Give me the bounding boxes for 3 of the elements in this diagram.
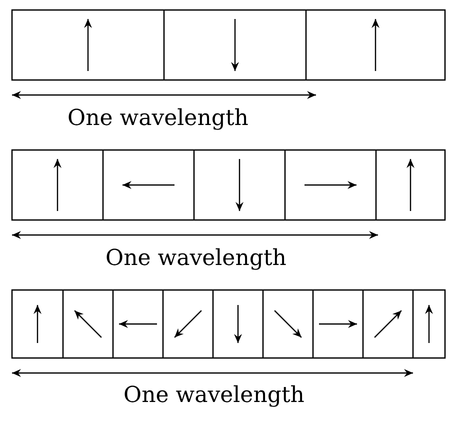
dimension-label: One wavelength	[106, 246, 286, 272]
dimension-label: One wavelength	[124, 383, 304, 409]
dimension-label: One wavelength	[68, 106, 248, 132]
